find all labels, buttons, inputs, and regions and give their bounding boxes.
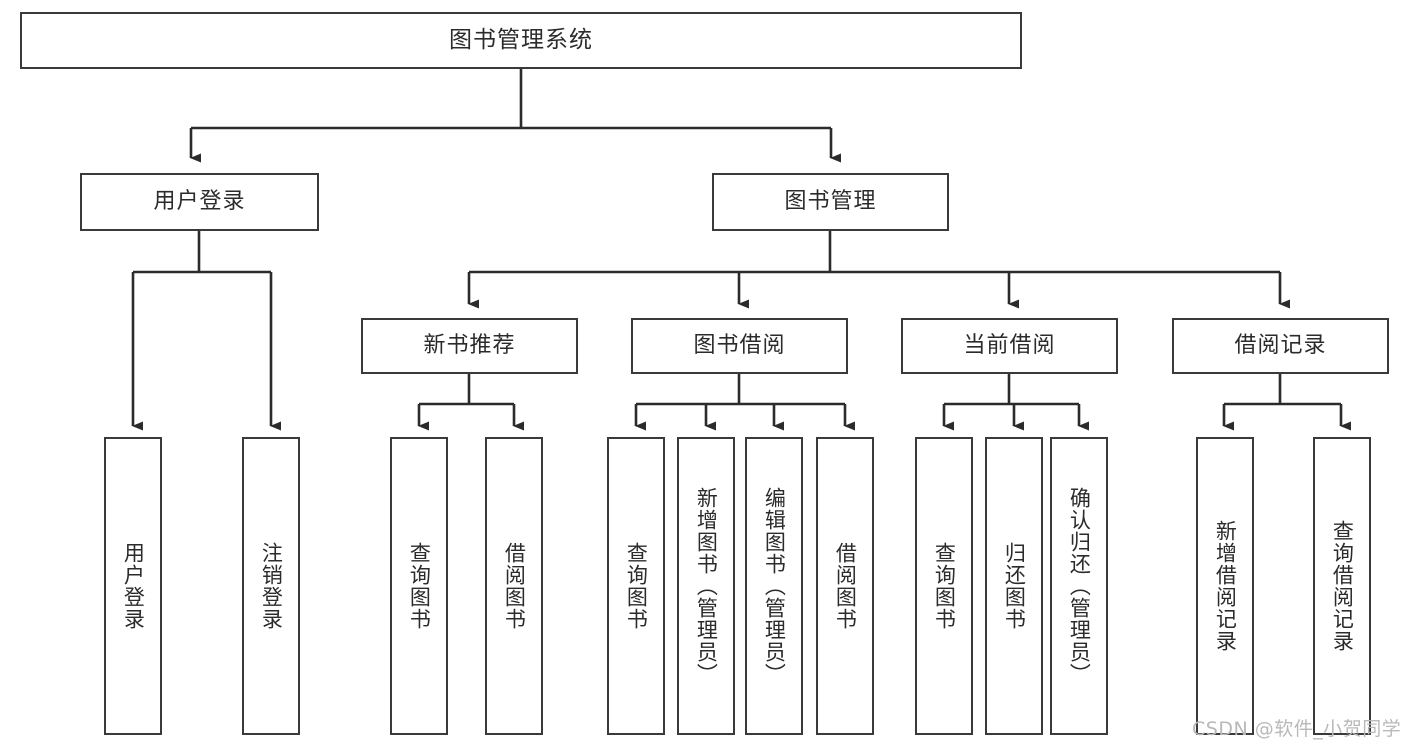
leaf-book-borrow-2[interactable]: 编辑图书（管理员） <box>745 437 803 735</box>
leaf-current-borrow-0[interactable]: 查询图书 <box>915 437 973 735</box>
node-label: 查询图书 <box>407 542 432 630</box>
node-label: 查询借阅记录 <box>1330 520 1355 652</box>
node-label: 新书推荐 <box>423 332 516 358</box>
node-label: 用户登录 <box>121 542 146 630</box>
leaf-book-borrow-3[interactable]: 借阅图书 <box>816 437 874 735</box>
leaf-new-book-recommend-1[interactable]: 借阅图书 <box>485 437 543 735</box>
node-label: 借阅图书 <box>833 542 858 630</box>
leaf-book-borrow-1[interactable]: 新增图书（管理员） <box>677 437 735 735</box>
node-label: 注销登录 <box>259 542 284 630</box>
node-book-borrow[interactable]: 图书借阅 <box>631 318 848 374</box>
node-label: 查询图书 <box>624 542 649 630</box>
node-label: 图书管理系统 <box>449 26 593 53</box>
node-label: 借阅记录 <box>1234 332 1327 358</box>
node-label: 图书管理 <box>784 188 877 214</box>
node-label: 当前借阅 <box>963 332 1056 358</box>
node-root-system[interactable]: 图书管理系统 <box>20 12 1022 69</box>
leaf-current-borrow-2[interactable]: 确认归还（管理员） <box>1050 437 1108 735</box>
leaf-user-login-0[interactable]: 用户登录 <box>104 437 162 735</box>
leaf-user-login-1[interactable]: 注销登录 <box>242 437 300 735</box>
node-new-book-recommend[interactable]: 新书推荐 <box>361 318 578 374</box>
csdn-watermark: CSDN @软件_小贺同学 <box>1192 718 1402 740</box>
leaf-new-book-recommend-0[interactable]: 查询图书 <box>390 437 448 735</box>
node-label: 归还图书 <box>1002 542 1027 630</box>
node-borrow-record[interactable]: 借阅记录 <box>1172 318 1389 374</box>
node-book-manage[interactable]: 图书管理 <box>712 173 949 231</box>
leaf-borrow-record-0[interactable]: 新增借阅记录 <box>1196 437 1254 735</box>
leaf-borrow-record-1[interactable]: 查询借阅记录 <box>1313 437 1371 735</box>
node-label: 新增图书（管理员） <box>694 487 719 685</box>
node-label: 图书借阅 <box>693 332 786 358</box>
node-label: 借阅图书 <box>502 542 527 630</box>
node-label: 查询图书 <box>932 542 957 630</box>
leaf-current-borrow-1[interactable]: 归还图书 <box>985 437 1043 735</box>
node-user-login[interactable]: 用户登录 <box>80 173 319 231</box>
node-label: 确认归还（管理员） <box>1067 487 1092 685</box>
node-label: 新增借阅记录 <box>1213 520 1238 652</box>
node-label: 用户登录 <box>153 188 246 214</box>
node-current-borrow[interactable]: 当前借阅 <box>901 318 1118 374</box>
node-label: 编辑图书（管理员） <box>762 487 787 685</box>
leaf-book-borrow-0[interactable]: 查询图书 <box>607 437 665 735</box>
